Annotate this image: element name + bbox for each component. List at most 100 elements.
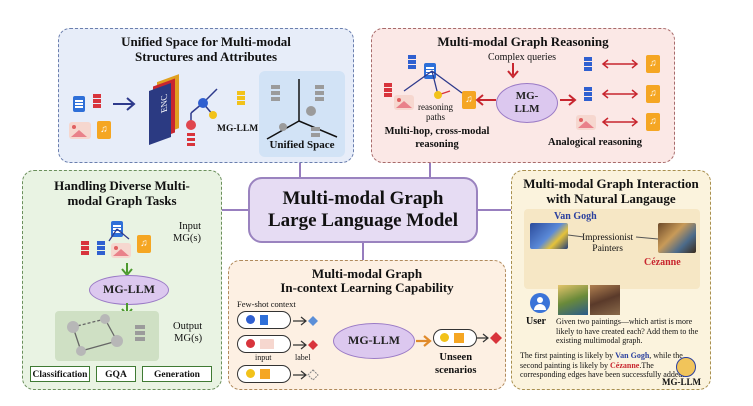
incontext-title-line2: In-context Learning Capability [280,280,454,295]
model-answer: The first painting is likely by Van Gogh… [520,351,700,380]
double-arrow-icon [601,59,639,69]
output-graph-box [55,311,159,361]
down-arrow-icon [507,63,519,79]
tasks-panel: Handling Diverse Multi- modal Graph Task… [22,170,222,390]
task-gqa: GQA [96,366,136,382]
image-icon [111,243,131,258]
tasks-title-line1: Handling Diverse Multi- [54,178,190,193]
graph-icon [403,70,463,99]
left-arrow-icon [475,94,496,106]
audio-file-icon: ♫ [646,113,660,131]
answer-cezanne: Cézanne [610,360,640,370]
task-generation: Generation [142,366,212,382]
unified-title-line2: Structures and Attributes [134,49,278,64]
graph-edges [567,234,659,240]
context-example-2 [237,335,291,353]
table-stack-icon [584,57,592,61]
multihop-line1: Multi-hop, cross-modal [384,126,490,137]
audio-file-icon: ♫ [97,121,111,139]
table-stack-icon [408,55,416,59]
unseen-line2: scenarios [435,365,477,376]
unified-space-label: Unified Space [269,139,335,151]
table-stack-icon [584,87,592,91]
painting-2 [590,285,620,315]
document-icon [73,96,85,112]
reasoning-paths-line2: paths [426,112,445,122]
interaction-title-line1: Multi-modal Graph Interaction [523,176,699,191]
cezanne-label: Cézanne [644,257,681,268]
context-example-1 [237,311,291,329]
reasoning-title: Multi-modal Graph Reasoning [437,34,609,49]
arrow-icon [293,340,318,350]
output-line1: Output [173,321,203,332]
answer-part-a: The first painting is likely by [520,351,616,360]
input-line2: MG(s) [173,233,201,244]
impressionist-line1: Impressionist [582,233,634,243]
user-avatar [530,293,550,313]
vangogh-label: Van Gogh [554,211,597,222]
incontext-panel: Multi-modal Graph In-context Learning Ca… [228,260,506,390]
interaction-panel: Multi-modal Graph Interaction with Natur… [511,170,711,390]
center-title-line1: Multi-modal Graph [282,188,444,209]
starry-night-image [530,223,568,249]
arrow-icon [293,316,318,326]
mgllm-avatar [676,357,696,377]
center-title-line2: Large Language Model [268,210,458,231]
double-arrow-icon [601,89,639,99]
table-stack-icon [384,83,392,87]
painting-1 [558,285,588,315]
graph-icon [186,88,218,146]
arrow-icon [113,97,136,111]
mgllm-cloud: MG-LLM [333,323,415,359]
result-query [433,329,477,347]
fewshot-label: Few-shot context [237,299,296,309]
image-icon [394,95,414,110]
answer-vangogh: Van Gogh [615,351,650,360]
output-graph-icon [67,314,145,356]
card-players-image [658,223,696,253]
center-title-box: Multi-modal Graph Large Language Model [248,177,478,243]
unseen-line1: Unseen [439,352,473,363]
input-label: input [255,353,272,362]
mgllm-label: MG-LLM [217,124,259,134]
multihop-line2: reasoning [415,139,459,150]
task-classification: Classification [30,366,90,382]
user-label: User [526,316,546,327]
reasoning-panel: Multi-modal Graph Reasoning Complex quer… [371,28,675,163]
right-arrow-icon [416,335,432,347]
right-arrow-icon [560,94,577,106]
tasks-title-line2: modal Graph Tasks [67,193,177,208]
arrow-icon [293,369,319,381]
graph-icon [108,228,130,242]
output-line2: MG(s) [174,333,203,344]
incontext-title-line1: Multi-modal Graph [311,266,423,281]
double-arrow-icon [601,117,639,127]
complex-queries-label: Complex queries [488,52,557,63]
answer-part-b: , while the second painting is likely by [520,351,683,370]
interaction-title-line2: with Natural Langauge [546,191,676,206]
answer-part-c: .The corresponding edges have been succe… [520,360,685,380]
audio-file-icon: ♫ [646,55,660,73]
encoder-block: ENC [149,82,171,146]
impressionist-line2: Painters [592,244,623,254]
multihop-label: Multi-hop, cross-modal reasoning [372,125,502,151]
image-icon [69,122,91,139]
reasoning-paths-line1: reasoning [418,102,453,112]
audio-file-icon: ♫ [137,235,151,253]
mgllm-line1: MG- [515,90,539,102]
input-line1: Input [178,221,201,232]
audio-file-icon: ♫ [646,85,660,103]
table-stack-icon [237,91,245,95]
enc-label: ENC [159,92,169,115]
analogical-label: Analogical reasoning [548,137,643,148]
audio-file-icon: ♫ [462,91,476,109]
unified-space-box: Unified Space [259,71,345,157]
image-icon [576,115,596,130]
mgllm-cloud: MG-LLM [89,275,169,305]
unseen-label: Unseen scenarios [435,351,476,377]
